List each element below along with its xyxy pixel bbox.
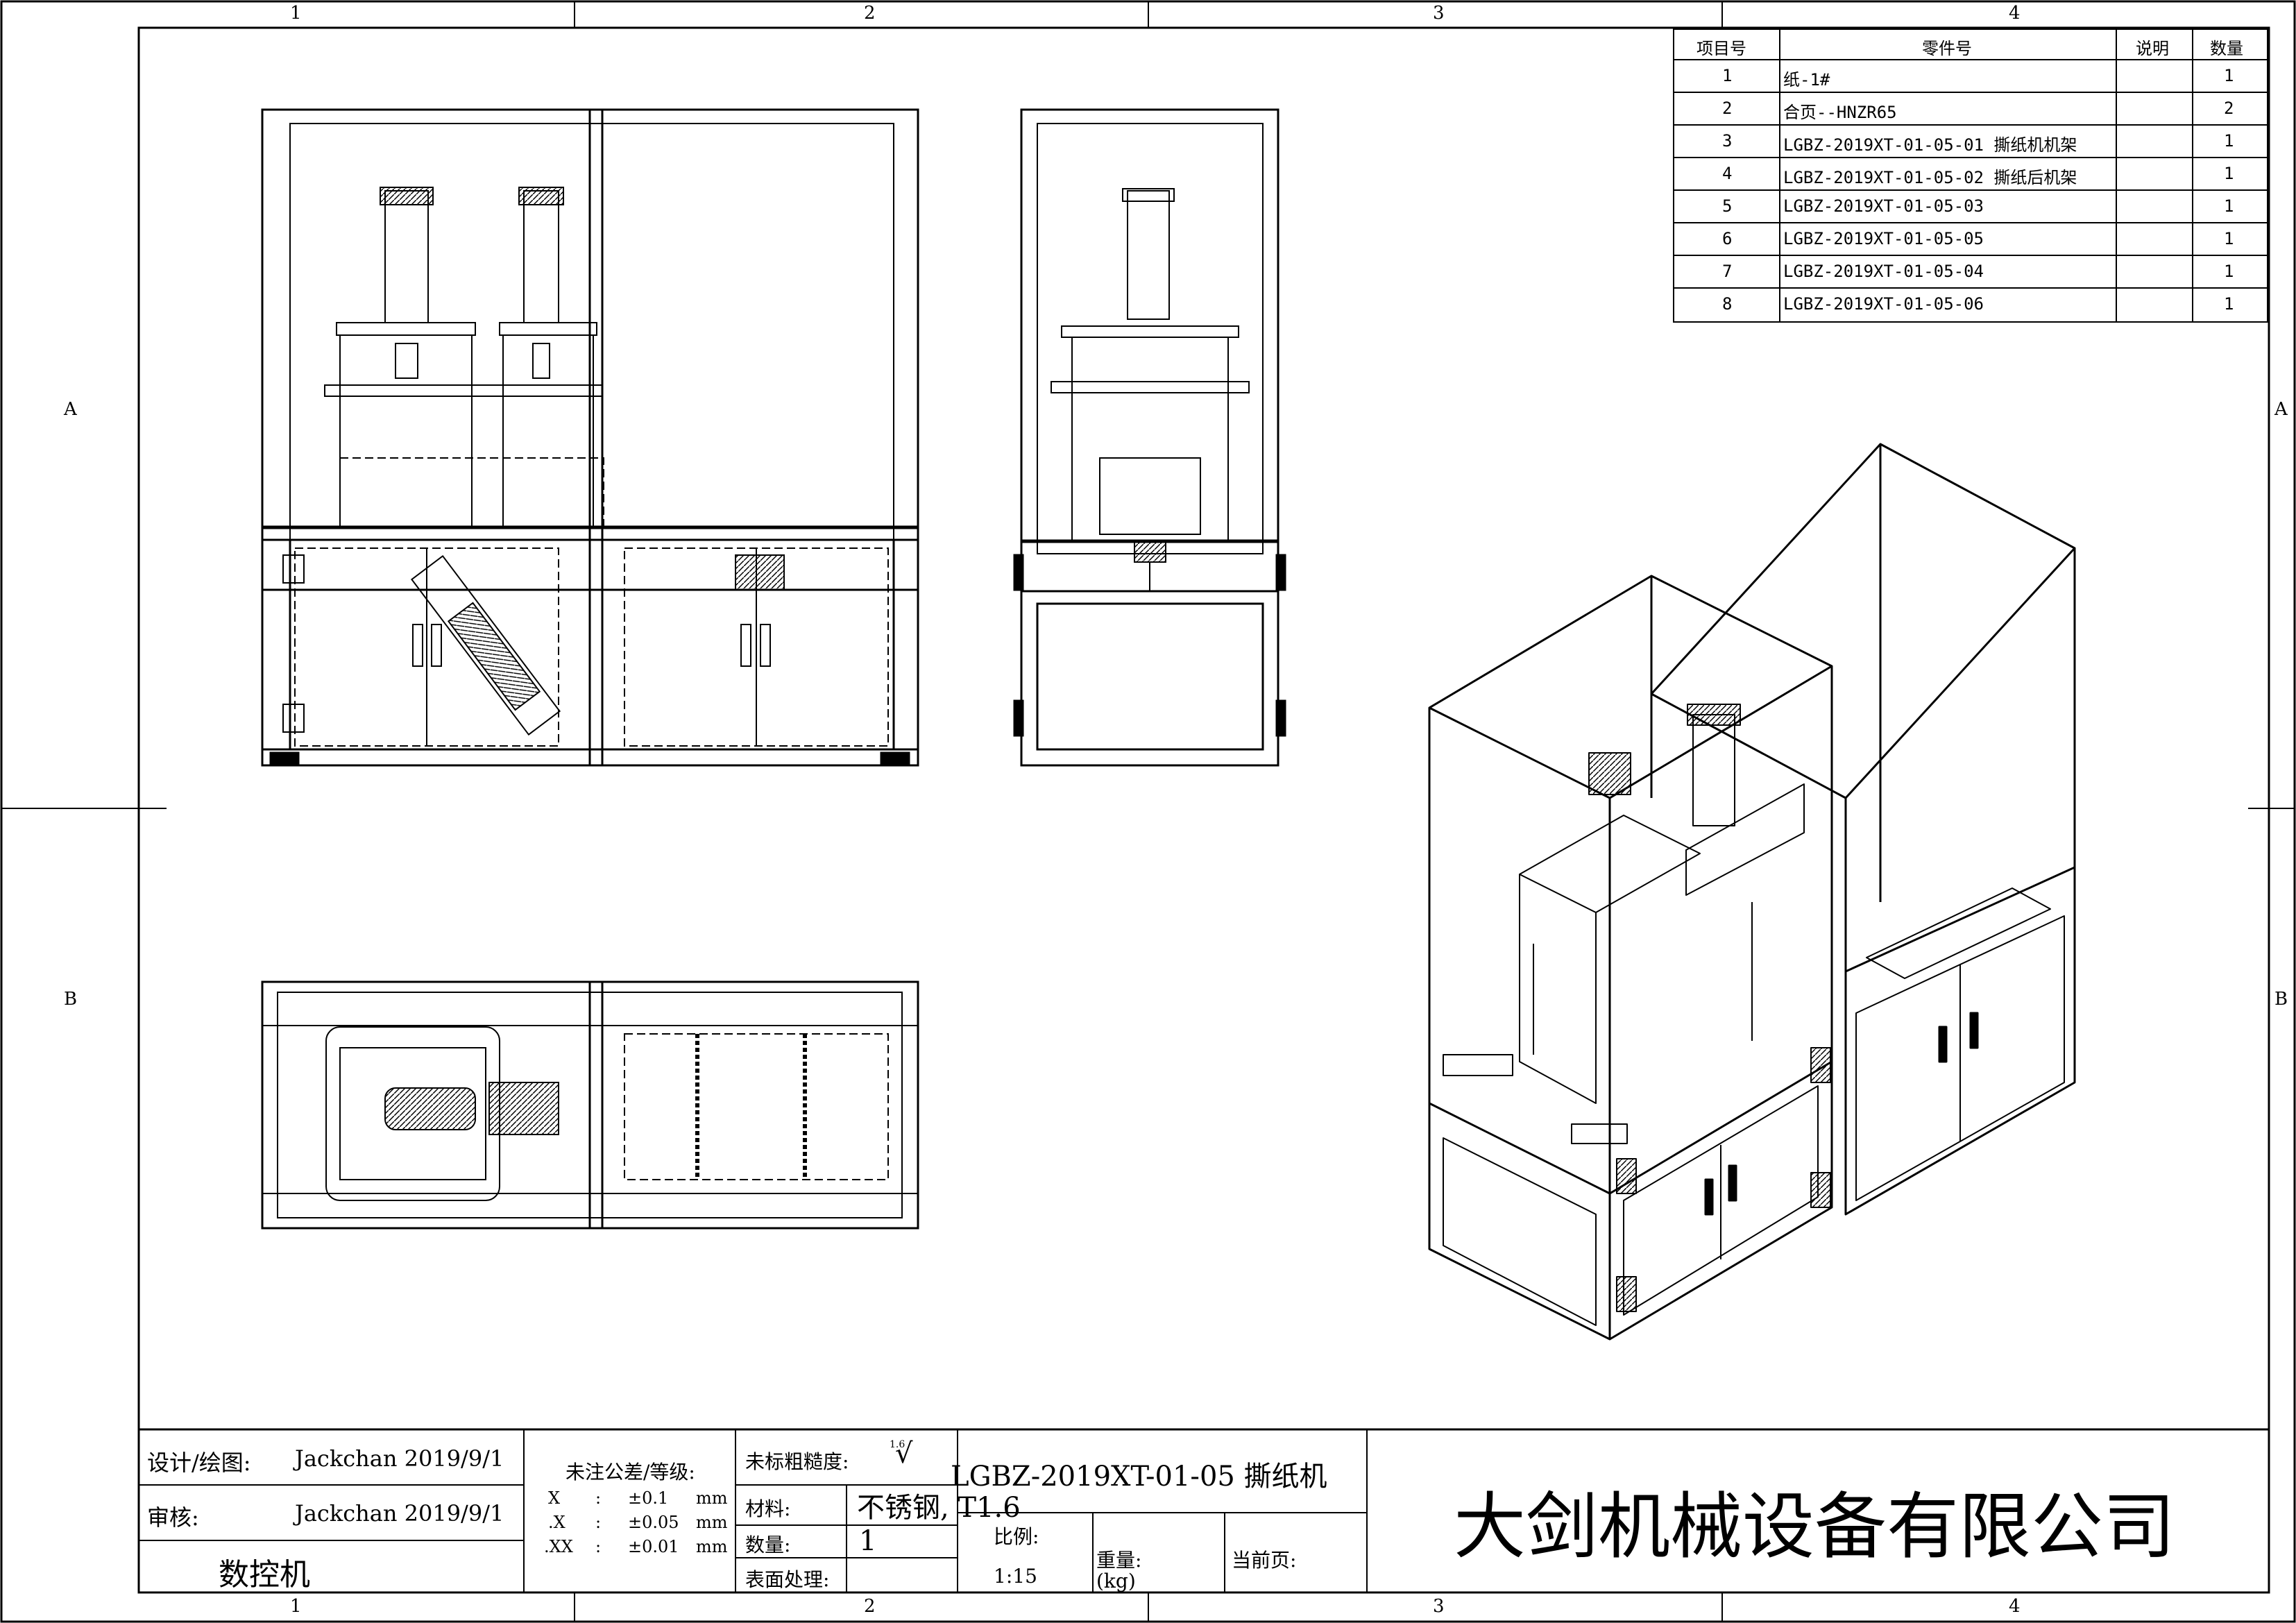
zone-row-a-right: A xyxy=(2274,399,2288,420)
current-page-label: 当前页: xyxy=(1232,1549,1297,1572)
drawing-number: LGBZ-2019XT-01-05 撕纸机 xyxy=(951,1461,1327,1493)
tolerance-label: 未注公差/等级: xyxy=(566,1461,695,1484)
bom-header-desc: 说明 xyxy=(2136,39,2169,58)
tol-2-value: ±0.05 xyxy=(628,1513,679,1532)
weight-label: 重量: xyxy=(1096,1549,1142,1572)
bom-row-1-qty: 1 xyxy=(2224,66,2234,85)
bom-row-2-qty: 2 xyxy=(2224,99,2234,118)
top-view xyxy=(261,980,919,1230)
surface-label: 表面处理: xyxy=(745,1568,830,1591)
zone-row-a-left: A xyxy=(64,399,77,420)
zone-row-b-right: B xyxy=(2274,989,2288,1010)
bom-row-5-qty: 1 xyxy=(2224,196,2234,216)
bom-header-qty: 数量 xyxy=(2210,39,2243,58)
zone-col-3-top: 3 xyxy=(1433,3,1445,24)
zone-row-b-left: B xyxy=(64,989,78,1010)
bom-row-8-qty: 1 xyxy=(2224,294,2234,314)
zone-col-2-bottom: 2 xyxy=(864,1596,876,1617)
zone-col-4-top: 4 xyxy=(2009,3,2021,24)
material-label: 材料: xyxy=(745,1497,791,1520)
bom-row-2-item: 2 xyxy=(1722,99,1733,118)
reviewer-value: Jackchan 2019/9/1 xyxy=(295,1500,504,1527)
reviewer-label: 审核: xyxy=(147,1504,199,1531)
bom-row-8-item: 8 xyxy=(1722,294,1733,314)
bom-row-5-part: LGBZ-2019XT-01-05-03 xyxy=(1783,196,1984,216)
bom-header-item: 项目号 xyxy=(1697,39,1746,58)
tol-3-sep: : xyxy=(595,1537,602,1556)
tol-3-place: .XX xyxy=(544,1537,573,1556)
bom-header-part: 零件号 xyxy=(1922,39,1972,58)
bom-row-4-qty: 1 xyxy=(2224,164,2234,183)
scale-value: 1:15 xyxy=(994,1565,1037,1588)
zone-col-1-bottom: 1 xyxy=(290,1596,302,1617)
bom-row-7-part: LGBZ-2019XT-01-05-04 xyxy=(1783,262,1984,281)
zone-col-1-top: 1 xyxy=(290,3,302,24)
bom-row-4-item: 4 xyxy=(1722,164,1733,183)
roughness-label: 未标粗糙度: xyxy=(745,1450,849,1473)
zone-col-4-bottom: 4 xyxy=(2009,1596,2021,1617)
tol-2-unit: mm xyxy=(696,1513,728,1532)
bom-row-5-item: 5 xyxy=(1722,196,1733,216)
bom-row-1-part: 纸-1# xyxy=(1783,70,1830,90)
designer-value: Jackchan 2019/9/1 xyxy=(295,1445,504,1472)
tol-1-value: ±0.1 xyxy=(628,1488,669,1508)
tol-3-value: ±0.01 xyxy=(628,1537,679,1556)
weight-unit: (kg) xyxy=(1096,1570,1136,1592)
bom-row-6-qty: 1 xyxy=(2224,229,2234,248)
bom-row-8-part: LGBZ-2019XT-01-05-06 xyxy=(1783,294,1984,314)
zone-col-2-top: 2 xyxy=(864,3,876,24)
side-view xyxy=(1013,108,1286,767)
tol-1-sep: : xyxy=(595,1488,602,1508)
isometric-view xyxy=(1428,443,2076,1341)
roughness-value: 1.6 xyxy=(890,1439,905,1450)
tol-2-place: .X xyxy=(548,1513,566,1532)
tol-1-place: X xyxy=(548,1488,561,1508)
material-value: 不锈钢, T1.6 xyxy=(857,1492,1021,1524)
bom-row-3-qty: 1 xyxy=(2224,131,2234,151)
category-label: 数控机 xyxy=(219,1557,310,1592)
scale-label: 比例: xyxy=(994,1525,1039,1548)
tol-2-sep: : xyxy=(595,1513,602,1532)
bom-row-1-item: 1 xyxy=(1722,66,1733,85)
bom-row-3-part: LGBZ-2019XT-01-05-01 撕纸机机架 xyxy=(1783,135,2077,155)
bom-row-3-item: 3 xyxy=(1722,131,1733,151)
front-view xyxy=(261,108,919,767)
bom-table-grid xyxy=(1673,28,2268,323)
bom-row-7-item: 7 xyxy=(1722,262,1733,281)
zone-col-3-bottom: 3 xyxy=(1433,1596,1445,1617)
roughness-icon: √ xyxy=(895,1438,913,1470)
bom-row-6-item: 6 xyxy=(1722,229,1733,248)
bom-row-6-part: LGBZ-2019XT-01-05-05 xyxy=(1783,229,1984,248)
tol-1-unit: mm xyxy=(696,1488,728,1508)
tol-3-unit: mm xyxy=(696,1537,728,1556)
quantity-label: 数量: xyxy=(745,1533,791,1556)
bom-row-4-part: LGBZ-2019XT-01-05-02 撕纸后机架 xyxy=(1783,168,2077,187)
designer-label: 设计/绘图: xyxy=(147,1450,251,1476)
title-block-grid xyxy=(137,1428,2270,1594)
bom-row-7-qty: 1 xyxy=(2224,262,2234,281)
quantity-value: 1 xyxy=(859,1525,877,1557)
company-name: 大剑机械设备有限公司 xyxy=(1454,1484,2176,1569)
bom-row-2-part: 合页--HNZR65 xyxy=(1783,103,1897,122)
